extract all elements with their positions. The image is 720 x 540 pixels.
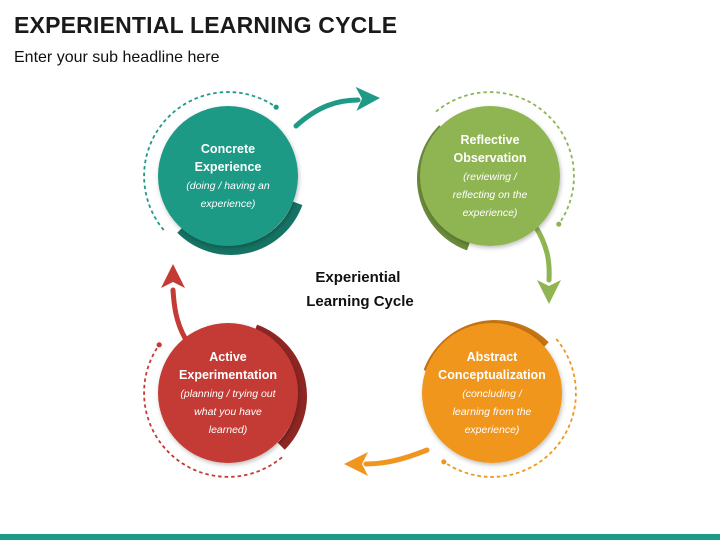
stage-dashed-ring bbox=[435, 91, 575, 225]
cycle-arrow-active-experimentation bbox=[161, 264, 188, 341]
stage-desc-line: (reviewing / bbox=[463, 171, 518, 183]
slide-subtitle: Enter your sub headline here bbox=[14, 49, 220, 66]
stage-title-line: Observation bbox=[454, 151, 527, 165]
stage-desc-line: learned) bbox=[209, 424, 248, 436]
stage-title-line: Abstract bbox=[467, 350, 519, 364]
arrow-shaft bbox=[170, 287, 188, 341]
arrow-head bbox=[537, 280, 561, 304]
arrow-head bbox=[355, 86, 380, 111]
arrow-head bbox=[344, 452, 368, 476]
center-label-line-2: Learning Cycle bbox=[306, 293, 414, 310]
stage-desc-line: (doing / having an bbox=[186, 180, 270, 192]
stage-title-line: Active bbox=[209, 350, 247, 364]
stage-dashed-ring bbox=[143, 344, 283, 478]
center-label-line-1: Experiential bbox=[315, 269, 400, 286]
center-label: Experiential Learning Cycle bbox=[306, 269, 414, 310]
arrow-head bbox=[161, 264, 185, 288]
stage-desc-line: learning from the bbox=[453, 406, 532, 418]
stage-circle bbox=[422, 323, 562, 463]
slide-title: EXPERIENTIAL LEARNING CYCLE bbox=[14, 12, 398, 38]
stage-title-line: Reflective bbox=[460, 133, 519, 147]
stage-ring-dot bbox=[156, 342, 162, 348]
stage-desc-line: experience) bbox=[463, 207, 518, 219]
cycle-arrow-reflective-observation bbox=[531, 221, 561, 304]
arrow-shaft bbox=[531, 221, 552, 283]
stage-dashed-ring bbox=[143, 91, 277, 231]
stage-ring-dot bbox=[556, 221, 562, 227]
stage-desc-line: experience) bbox=[465, 424, 520, 436]
stage-shade-arc bbox=[253, 324, 307, 450]
bottom-accent-bar bbox=[0, 534, 720, 540]
stage-circle bbox=[158, 323, 298, 463]
stage-desc-line: reflecting on the bbox=[453, 189, 528, 201]
stage-title-line: Experience bbox=[195, 160, 262, 174]
stage-ring-dot bbox=[273, 104, 279, 110]
stage-desc-line: (planning / trying out bbox=[180, 388, 276, 400]
stage-ring-dot bbox=[441, 459, 447, 465]
stage-circle bbox=[158, 106, 298, 246]
stage-desc-line: experience) bbox=[201, 198, 256, 210]
cycle-arrow-concrete-experience bbox=[293, 86, 380, 129]
arrow-shaft bbox=[363, 447, 430, 467]
stage-title-line: Concrete bbox=[201, 142, 255, 156]
arrow-shaft bbox=[293, 97, 361, 129]
stage-circle bbox=[420, 106, 560, 246]
stage-dashed-ring bbox=[443, 338, 577, 478]
stage-desc-line: what you have bbox=[194, 406, 262, 418]
stage-desc-line: (concluding / bbox=[462, 388, 523, 400]
stage-shade-arc bbox=[177, 201, 303, 255]
stage-title-line: Experimentation bbox=[179, 368, 277, 382]
cycle-arrow-abstract-conceptualization bbox=[344, 447, 430, 476]
stage-title-line: Conceptualization bbox=[438, 368, 546, 382]
